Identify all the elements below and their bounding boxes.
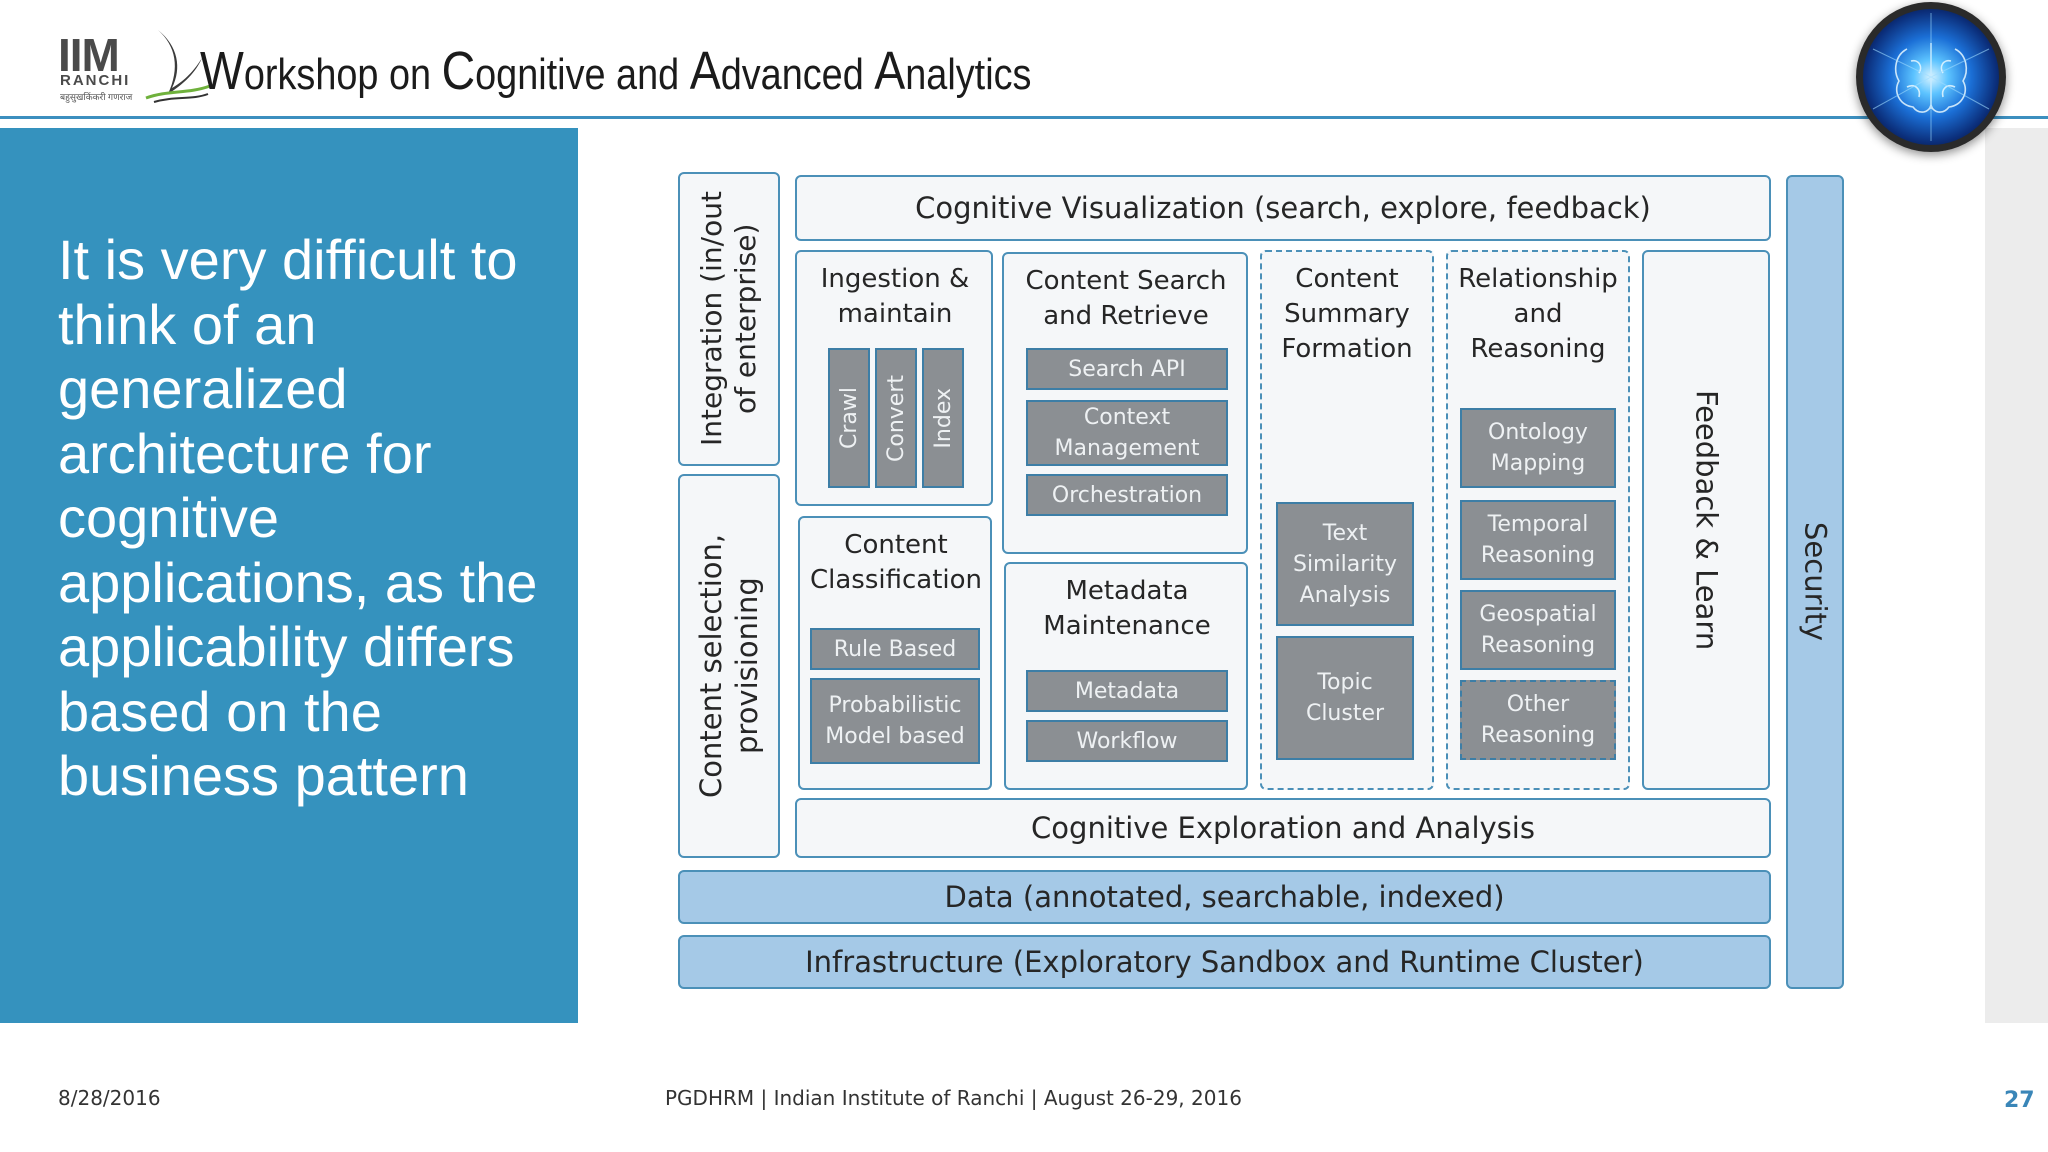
infrastructure-box: Infrastructure (Exploratory Sandbox and … [678, 935, 1771, 989]
crawl-box: Crawl [828, 348, 870, 488]
feedback-learn-box: Feedback & Learn [1642, 250, 1770, 790]
convert-box: Convert [875, 348, 917, 488]
integration-box: Integration (in/out of enterprise) [678, 172, 780, 466]
workflow-box: Workflow [1026, 720, 1228, 762]
metadata-maintenance-box: Metadata Maintenance Metadata Workflow [1004, 562, 1248, 790]
probabilistic-model-box: Probabilistic Model based [810, 678, 980, 764]
logo-text: IIM [58, 29, 120, 81]
logo-subtext: RANCHI [60, 72, 131, 89]
slide-title: Workshop on Cognitive and Advanced Analy… [200, 41, 1032, 101]
security-label: Security [1798, 522, 1833, 642]
cognitive-exploration-label: Cognitive Exploration and Analysis [1031, 811, 1535, 845]
orchestration-box: Orchestration [1026, 474, 1228, 516]
content-search-title: Content Search and Retrieve [1025, 266, 1227, 331]
content-summary-box: Content Summary Formation Text Similarit… [1260, 250, 1434, 790]
integration-label: Integration (in/out of enterprise) [695, 191, 762, 447]
content-search-box: Content Search and Retrieve Search API C… [1002, 252, 1248, 554]
metadata-maintenance-title: Metadata Maintenance [1043, 576, 1211, 641]
left-text-panel [0, 128, 578, 1023]
data-layer-box: Data (annotated, searchable, indexed) [678, 870, 1771, 924]
relationship-title: Relationship and Reasoning [1458, 264, 1618, 364]
rule-based-box: Rule Based [810, 628, 980, 670]
left-panel-text: It is very difficult to think of an gene… [58, 228, 538, 807]
logo-tagline: बहुसुखकिंकरी गणराज [60, 92, 133, 102]
security-box: Security [1786, 175, 1844, 989]
cognitive-visualization-box: Cognitive Visualization (search, explore… [795, 175, 1771, 241]
relationship-reasoning-box: Relationship and Reasoning Ontology Mapp… [1446, 250, 1630, 790]
text-similarity-box: Text Similarity Analysis [1276, 502, 1414, 626]
page-number: 27 [2004, 1088, 2035, 1113]
title-divider [0, 116, 2048, 119]
iim-logo: IIM RANCHI बहुसुखकिंकरी गणराज [58, 28, 211, 108]
topic-cluster-box: Topic Cluster [1276, 636, 1414, 760]
metadata-box: Metadata [1026, 670, 1228, 712]
content-classification-title: Content Classification [809, 530, 983, 595]
cognitive-exploration-box: Cognitive Exploration and Analysis [795, 798, 1771, 858]
bird-logo-icon [145, 30, 211, 103]
ingestion-box: Ingestion & maintain Crawl Convert Index [795, 250, 993, 506]
ingestion-title: Ingestion & maintain [820, 264, 970, 329]
infrastructure-label: Infrastructure (Exploratory Sandbox and … [805, 945, 1644, 979]
brain-icon [1856, 2, 2006, 152]
other-reasoning-box: Other Reasoning [1460, 680, 1616, 760]
data-layer-label: Data (annotated, searchable, indexed) [944, 880, 1505, 914]
feedback-learn-label: Feedback & Learn [1689, 389, 1724, 651]
context-management-box: Context Management [1026, 400, 1228, 466]
search-api-box: Search API [1026, 348, 1228, 390]
content-summary-title: Content Summary Formation [1281, 264, 1413, 364]
cognitive-visualization-label: Cognitive Visualization (search, explore… [915, 191, 1651, 225]
index-box: Index [922, 348, 964, 488]
footer-date: 8/28/2016 [58, 1086, 161, 1110]
content-classification-box: Content Classification Rule Based Probab… [798, 516, 992, 790]
temporal-reasoning-box: Temporal Reasoning [1460, 500, 1616, 580]
content-selection-label: Content selection, provisioning [694, 533, 764, 799]
right-shadow-strip [1985, 128, 2048, 1023]
geospatial-reasoning-box: Geospatial Reasoning [1460, 590, 1616, 670]
content-selection-box: Content selection, provisioning [678, 474, 780, 858]
footer-center-text: PGDHRM | Indian Institute of Ranchi | Au… [665, 1086, 1242, 1110]
ontology-mapping-box: Ontology Mapping [1460, 408, 1616, 488]
